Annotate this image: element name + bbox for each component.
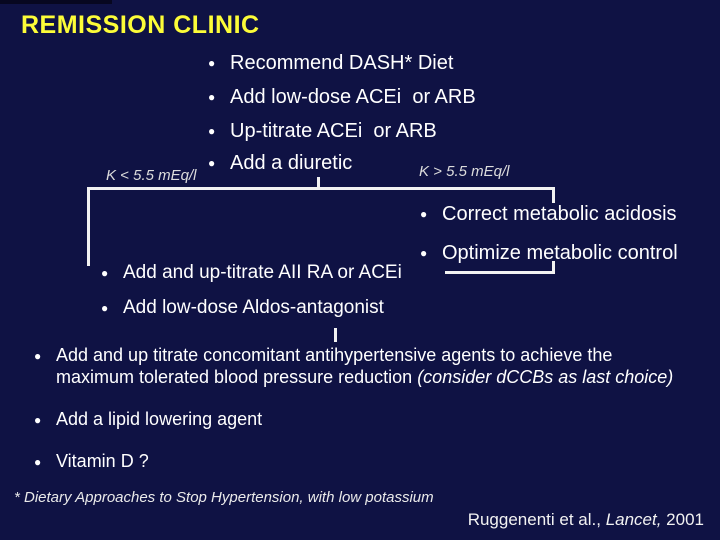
bullet-icon: ● <box>208 56 216 70</box>
bullet-icon: ● <box>101 265 109 280</box>
bullet-icon: ● <box>208 124 216 138</box>
list-item-label: Up-titrate ACEi or ARB <box>230 119 437 142</box>
list-item-label: Optimize metabolic control <box>442 241 678 264</box>
list-item-label: Add low-dose ACEi or ARB <box>230 85 476 108</box>
connector-horizontal-main <box>87 187 555 190</box>
list-item-label: Add a diuretic <box>230 151 353 174</box>
bullet-icon: ● <box>208 90 216 104</box>
branch-label-low-potassium: K < 5.5 mEq/l <box>106 167 197 184</box>
list-item: ● Add and up-titrate AII RA or ACEi <box>101 262 402 283</box>
bullet-icon: ● <box>101 300 109 315</box>
connector-tick-aldos <box>334 328 337 342</box>
top-edge-strip <box>0 0 112 4</box>
list-item: ● Up-titrate ACEi or ARB <box>208 120 437 142</box>
bullet-icon: ● <box>34 454 42 469</box>
footnote: * Dietary Approaches to Stop Hypertensio… <box>14 489 434 506</box>
list-item: ● Vitamin D ? <box>34 451 149 472</box>
citation-year: 2001 <box>661 510 704 529</box>
list-item-label: Add low-dose Aldos-antagonist <box>123 296 384 318</box>
connector-tick-diuretic <box>317 177 320 188</box>
list-item-label: Add and up-titrate AII RA or ACEi <box>123 261 402 283</box>
list-item: ● Recommend DASH* Diet <box>208 52 453 74</box>
citation-authors: Ruggenenti et al., <box>467 510 606 529</box>
list-item-label: Vitamin D ? <box>56 451 149 471</box>
bullet-icon: ● <box>420 207 428 221</box>
connector-horizontal-acei <box>445 271 555 274</box>
list-item: ● Correct metabolic acidosis <box>420 203 677 225</box>
list-item-label: Add and up titrate concomitant antihyper… <box>56 344 684 388</box>
combined-main-text: Add and up titrate concomitant antihyper… <box>56 345 613 387</box>
list-item-label: Recommend DASH* Diet <box>230 51 454 74</box>
citation-journal: Lancet, <box>605 510 662 529</box>
list-item-label: Correct metabolic acidosis <box>442 202 677 225</box>
connector-vertical-left <box>87 187 90 266</box>
connector-vertical-right <box>552 187 555 203</box>
list-item: ● Add low-dose Aldos-antagonist <box>101 297 384 318</box>
list-item: ● Add and up titrate concomitant antihyp… <box>34 344 684 388</box>
list-item: ● Add a diuretic <box>208 152 352 174</box>
branch-label-high-potassium: K > 5.5 mEq/l <box>419 163 510 180</box>
list-item: ● Add a lipid lowering agent <box>34 409 262 430</box>
bullet-icon: ● <box>420 246 428 260</box>
slide-title: REMISSION CLINIC <box>21 11 260 39</box>
bullet-icon: ● <box>34 412 42 427</box>
list-item: ● Optimize metabolic control <box>420 242 678 264</box>
list-item-label: Add a lipid lowering agent <box>56 409 263 429</box>
citation: Ruggenenti et al., Lancet, 2001 <box>468 510 704 530</box>
combined-italic-text: (consider dCCBs as last choice) <box>417 367 674 387</box>
connector-vertical-acei <box>552 261 555 274</box>
bullet-icon: ● <box>208 156 216 170</box>
bullet-icon: ● <box>34 349 42 363</box>
list-item: ● Add low-dose ACEi or ARB <box>208 86 476 108</box>
